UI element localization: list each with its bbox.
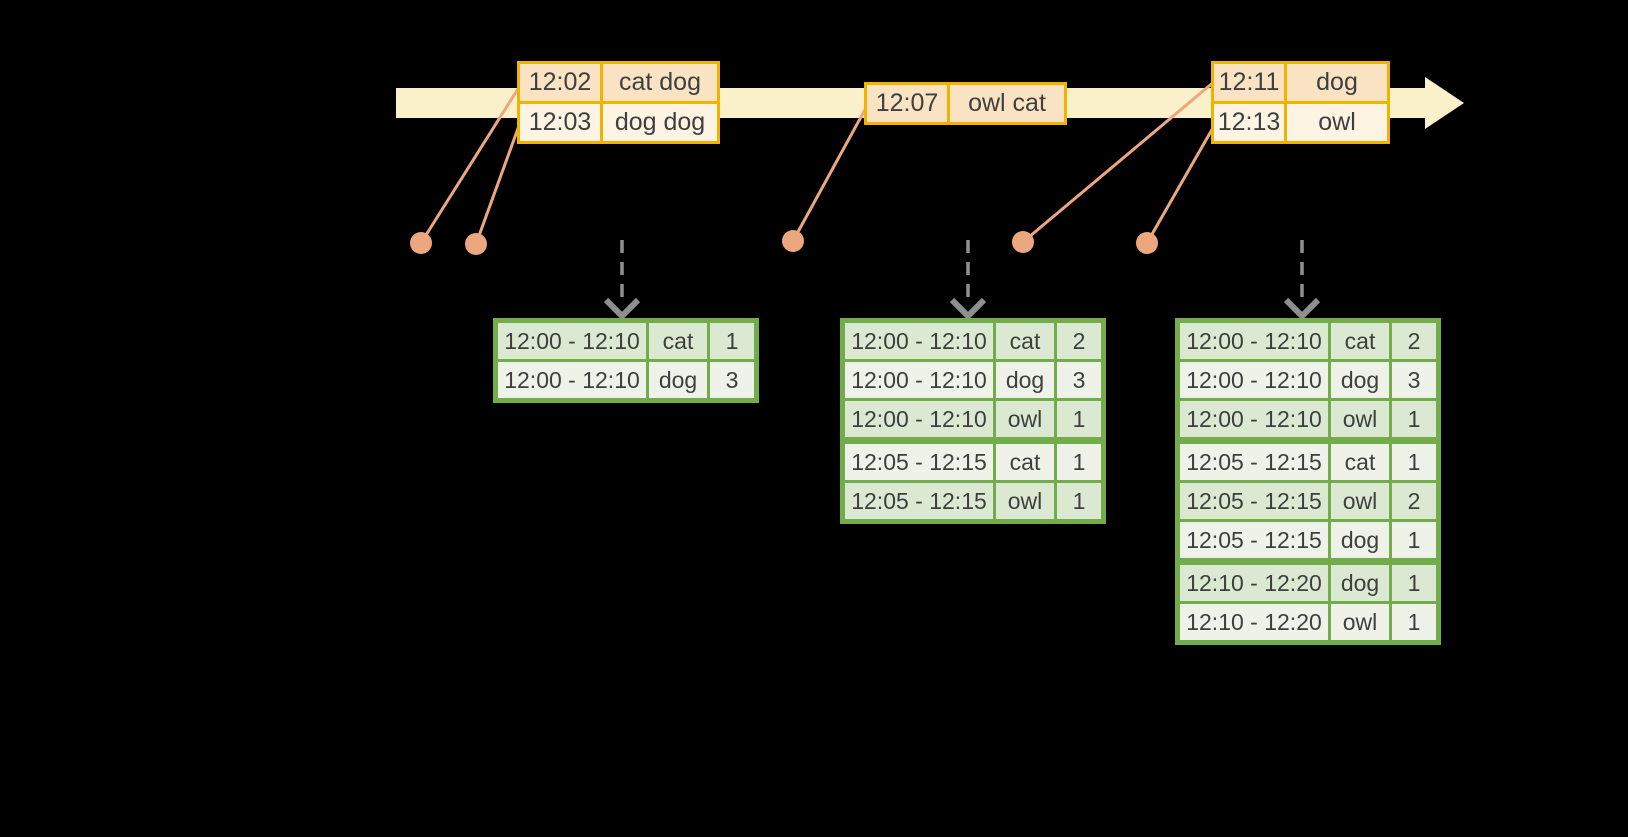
event-row: 12:11 dog	[1211, 61, 1390, 104]
window-cell: 12:10 - 12:20	[1176, 558, 1331, 604]
count-cell: 1	[1054, 437, 1105, 483]
word-cell: owl	[993, 398, 1057, 442]
window-cell: 12:10 - 12:20	[1176, 601, 1331, 644]
event-words-cell: owl	[1284, 101, 1390, 144]
result-row: 12:00 - 12:10 owl 1	[1176, 398, 1440, 442]
word-cell: dog	[1328, 359, 1392, 401]
word-cell: owl	[1328, 480, 1392, 522]
word-cell: owl	[1328, 601, 1392, 644]
result-table-3: 12:00 - 12:10 cat 2 12:00 - 12:10 dog 3 …	[1175, 318, 1441, 645]
event-dots	[410, 230, 1158, 255]
count-cell: 1	[1389, 437, 1440, 483]
event-time-cell: 12:03	[517, 101, 603, 144]
event-dot-icon	[465, 233, 487, 255]
event-connector-line	[1145, 124, 1216, 245]
result-row: 12:00 - 12:10 cat 2	[1176, 319, 1440, 362]
event-connector-line	[419, 82, 523, 245]
timeline-arrowhead-icon	[1425, 77, 1464, 129]
window-cell: 12:00 - 12:10	[1176, 359, 1331, 401]
window-cell: 12:00 - 12:10	[841, 319, 996, 362]
result-row: 12:00 - 12:10 cat 2	[841, 319, 1105, 362]
result-row: 12:00 - 12:10 dog 3	[1176, 359, 1440, 401]
word-cell: dog	[646, 359, 710, 402]
window-cell: 12:00 - 12:10	[841, 359, 996, 401]
event-words-cell: owl cat	[947, 82, 1067, 125]
window-cell: 12:05 - 12:15	[841, 437, 996, 483]
word-cell: dog	[993, 359, 1057, 401]
event-connector-lines	[419, 79, 1217, 246]
trigger-arrows	[603, 240, 1321, 321]
result-row: 12:00 - 12:10 owl 1	[841, 398, 1105, 442]
event-time-cell: 12:07	[864, 82, 950, 125]
event-row: 12:07 owl cat	[864, 82, 1067, 125]
event-connector-line	[791, 104, 869, 243]
count-cell: 1	[1054, 398, 1105, 442]
word-cell: cat	[993, 437, 1057, 483]
count-cell: 1	[707, 319, 758, 362]
event-table-1: 12:02 cat dog 12:03 dog dog	[517, 61, 720, 144]
count-cell: 3	[1054, 359, 1105, 401]
event-connector-line	[474, 121, 522, 246]
word-cell: owl	[1328, 398, 1392, 442]
count-cell: 2	[1389, 480, 1440, 522]
count-cell: 2	[1054, 319, 1105, 362]
count-cell: 1	[1389, 398, 1440, 442]
count-cell: 3	[1389, 359, 1440, 401]
event-dot-icon	[410, 232, 432, 254]
trigger-arrowhead-icon	[1283, 297, 1321, 321]
count-cell: 1	[1389, 601, 1440, 644]
window-cell: 12:05 - 12:15	[1176, 437, 1331, 483]
word-cell: cat	[1328, 319, 1392, 362]
word-cell: owl	[993, 480, 1057, 523]
event-words-cell: cat dog	[600, 61, 720, 104]
event-time-cell: 12:02	[517, 61, 603, 104]
result-row: 12:00 - 12:10 cat 1	[494, 319, 758, 362]
result-row: 12:05 - 12:15 cat 1	[1176, 437, 1440, 483]
event-row: 12:03 dog dog	[517, 101, 720, 144]
event-dot-icon	[1012, 231, 1034, 253]
result-table-2: 12:00 - 12:10 cat 2 12:00 - 12:10 dog 3 …	[840, 318, 1106, 524]
event-row: 12:02 cat dog	[517, 61, 720, 104]
count-cell: 1	[1389, 519, 1440, 563]
window-cell: 12:05 - 12:15	[841, 480, 996, 523]
result-row: 12:05 - 12:15 owl 1	[841, 480, 1105, 523]
event-words-cell: dog	[1284, 61, 1390, 104]
window-cell: 12:00 - 12:10	[494, 359, 649, 402]
event-table-2: 12:07 owl cat	[864, 82, 1067, 125]
result-row: 12:00 - 12:10 dog 3	[494, 359, 758, 402]
event-dot-icon	[782, 230, 804, 252]
word-cell: dog	[1328, 519, 1392, 563]
event-connector-line	[1021, 79, 1217, 244]
event-time-cell: 12:11	[1211, 61, 1287, 104]
result-row: 12:00 - 12:10 dog 3	[841, 359, 1105, 401]
word-cell: dog	[1328, 558, 1392, 604]
result-row: 12:10 - 12:20 dog 1	[1176, 558, 1440, 604]
result-table-1: 12:00 - 12:10 cat 1 12:00 - 12:10 dog 3	[493, 318, 759, 403]
window-cell: 12:00 - 12:10	[1176, 398, 1331, 442]
window-cell: 12:00 - 12:10	[841, 398, 996, 442]
result-row: 12:10 - 12:20 owl 1	[1176, 601, 1440, 644]
count-cell: 2	[1389, 319, 1440, 362]
word-cell: cat	[646, 319, 710, 362]
count-cell: 3	[707, 359, 758, 402]
window-cell: 12:05 - 12:15	[1176, 480, 1331, 522]
window-cell: 12:00 - 12:10	[494, 319, 649, 362]
window-cell: 12:00 - 12:10	[1176, 319, 1331, 362]
count-cell: 1	[1389, 558, 1440, 604]
event-dot-icon	[1136, 232, 1158, 254]
word-cell: cat	[993, 319, 1057, 362]
trigger-arrowhead-icon	[949, 297, 987, 321]
event-table-3: 12:11 dog 12:13 owl	[1211, 61, 1390, 144]
event-words-cell: dog dog	[600, 101, 720, 144]
count-cell: 1	[1054, 480, 1105, 523]
event-time-cell: 12:13	[1211, 101, 1287, 144]
result-row: 12:05 - 12:15 cat 1	[841, 437, 1105, 483]
word-cell: cat	[1328, 437, 1392, 483]
event-row: 12:13 owl	[1211, 101, 1390, 144]
window-cell: 12:05 - 12:15	[1176, 519, 1331, 563]
trigger-arrowhead-icon	[603, 297, 641, 321]
result-row: 12:05 - 12:15 owl 2	[1176, 480, 1440, 522]
result-row: 12:05 - 12:15 dog 1	[1176, 519, 1440, 563]
